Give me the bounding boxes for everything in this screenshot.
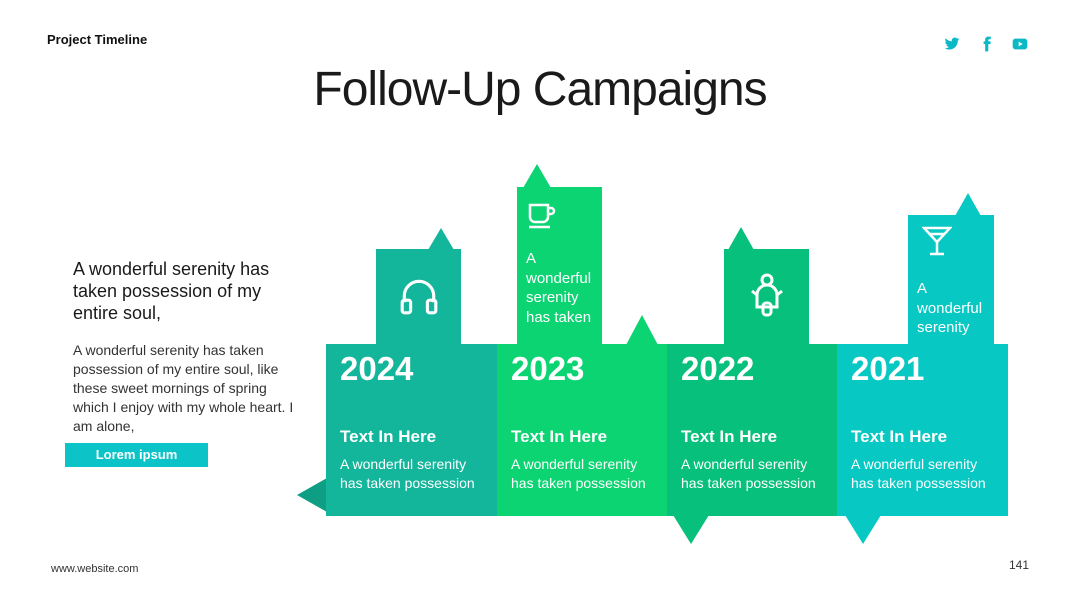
tab-text: A wonderful serenity <box>917 280 983 336</box>
tab-pointer <box>955 193 981 216</box>
timeline-tab-2022 <box>724 249 809 345</box>
timeline-panel-2022: 2022 Text In Here A wonderful serenity h… <box>667 344 838 516</box>
panel-description: A wonderful serenity has taken possessio… <box>851 456 986 491</box>
timeline-panel-2021: 2021 Text In Here A wonderful serenity h… <box>837 344 1008 516</box>
cocktail-icon <box>922 226 952 256</box>
coffee-cup-icon <box>528 203 556 229</box>
lorem-ipsum-button[interactable]: Lorem ipsum <box>65 443 208 467</box>
panel-description: A wonderful serenity has taken possessio… <box>681 456 816 491</box>
scooter-icon <box>751 273 783 317</box>
panel-description: A wonderful serenity has taken possessio… <box>511 456 646 491</box>
timeline-panel-2024: 2024 Text In Here A wonderful serenity h… <box>326 344 497 516</box>
twitter-icon[interactable] <box>943 36 961 52</box>
youtube-icon[interactable] <box>1011 36 1029 52</box>
timeline-tab-2023: A wonderful serenity has taken <box>517 187 602 345</box>
timeline-tab-2024 <box>376 249 461 345</box>
year-label: 2024 <box>340 350 414 387</box>
brand-label: Project Timeline <box>47 32 148 47</box>
panel-heading: Text In Here <box>681 427 778 446</box>
headphones-icon <box>400 279 438 315</box>
timeline-down-pointer <box>845 515 881 544</box>
panel-heading: Text In Here <box>511 427 608 446</box>
timeline-up-pointer <box>626 315 658 345</box>
intro-body: A wonderful serenity has taken possessio… <box>73 342 294 434</box>
tab-pointer <box>523 164 551 188</box>
intro-heading: A wonderful serenity has taken possessio… <box>73 259 270 323</box>
panel-heading: Text In Here <box>851 427 948 446</box>
panel-description: A wonderful serenity has taken possessio… <box>340 456 475 491</box>
tab-pointer <box>728 227 754 250</box>
tab-text: A wonderful serenity has taken <box>526 250 592 326</box>
timeline-down-pointer <box>673 515 709 544</box>
page-title: Follow-Up Campaigns <box>313 63 767 116</box>
timeline-start-arrow <box>297 478 327 512</box>
year-label: 2023 <box>511 350 585 387</box>
tab-pointer <box>428 228 454 250</box>
year-label: 2021 <box>851 350 925 387</box>
year-label: 2022 <box>681 350 755 387</box>
timeline-panel-2023: 2023 Text In Here A wonderful serenity h… <box>497 344 668 516</box>
facebook-icon[interactable] <box>978 36 996 52</box>
timeline-tab-2021: A wonderful serenity <box>908 215 994 345</box>
page-number: 141 <box>1009 558 1030 572</box>
footer-url: www.website.com <box>51 563 139 575</box>
panel-heading: Text In Here <box>340 427 437 446</box>
